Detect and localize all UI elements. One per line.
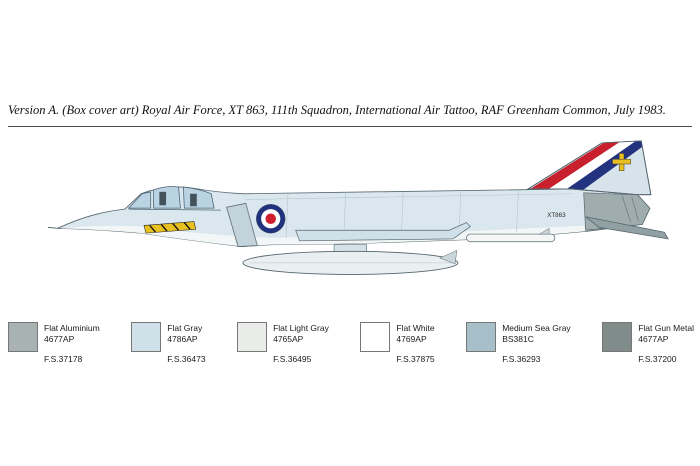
- color-name: Medium Sea Gray: [502, 323, 571, 333]
- color-code: 4677AP: [638, 333, 669, 344]
- phantom-side-profile: XT863: [47, 140, 669, 275]
- wing: [295, 222, 471, 242]
- paint-swatch-item: Flat Gun Metal 4677AP F.S.37200: [602, 322, 694, 365]
- color-fs-number: F.S.36495: [273, 354, 312, 364]
- color-code: BS381C: [502, 333, 534, 344]
- paint-swatch-item: Flat Light Gray 4765AP F.S.36495: [237, 322, 329, 365]
- color-fs-number: F.S.37178: [44, 354, 83, 364]
- color-name: Flat White: [396, 323, 435, 333]
- paint-swatch-item: Flat White 4769AP F.S.37875: [360, 322, 435, 365]
- paint-swatch-item: Flat Gray 4786AP F.S.36473: [131, 322, 206, 365]
- paint-legend: Flat Aluminium 4677AP F.S.37178 Flat Gra…: [8, 322, 694, 365]
- color-fs-number: F.S.36473: [167, 354, 206, 364]
- raf-roundel: [256, 204, 286, 234]
- canopy: [127, 186, 221, 211]
- color-fs-number: F.S.36293: [502, 354, 541, 364]
- color-swatch: [466, 322, 497, 352]
- color-swatch: [8, 322, 38, 352]
- color-fs-number: F.S.37200: [638, 354, 677, 364]
- stabilator: [585, 216, 669, 240]
- color-name: Flat Gun Metal: [638, 323, 694, 333]
- tail-fin: [526, 140, 652, 196]
- color-swatch: [602, 322, 633, 352]
- serial-number: XT863: [547, 212, 566, 219]
- color-swatch: [131, 322, 162, 352]
- color-swatch: [360, 322, 391, 352]
- fin-flash: [528, 140, 651, 195]
- belly-fuel-tank: [242, 244, 459, 275]
- color-swatch: [237, 322, 268, 352]
- color-name: Flat Gray: [167, 323, 203, 333]
- squadron-flash: [143, 221, 197, 234]
- color-code: 4677AP: [44, 333, 75, 344]
- aircraft-profile-illustration: XT863: [47, 128, 672, 320]
- color-code: 4765AP: [273, 333, 304, 344]
- color-fs-number: F.S.37875: [396, 354, 435, 364]
- color-code: 4786AP: [167, 333, 198, 344]
- paint-swatch-item: Flat Aluminium 4677AP F.S.37178: [8, 322, 100, 365]
- color-name: Flat Light Gray: [273, 323, 329, 333]
- intake-splitter: [226, 202, 258, 247]
- color-code: 4769AP: [396, 333, 427, 344]
- caption-divider: [8, 126, 692, 127]
- pitot-probe: [47, 226, 58, 229]
- version-caption: Version A. (Box cover art) Royal Air For…: [8, 103, 666, 117]
- paint-swatch-item: Medium Sea Gray BS381C F.S.36293: [466, 322, 571, 365]
- underfuselage-missile: [466, 227, 556, 243]
- color-name: Flat Aluminium: [44, 323, 100, 333]
- squadron-crest: [612, 153, 631, 171]
